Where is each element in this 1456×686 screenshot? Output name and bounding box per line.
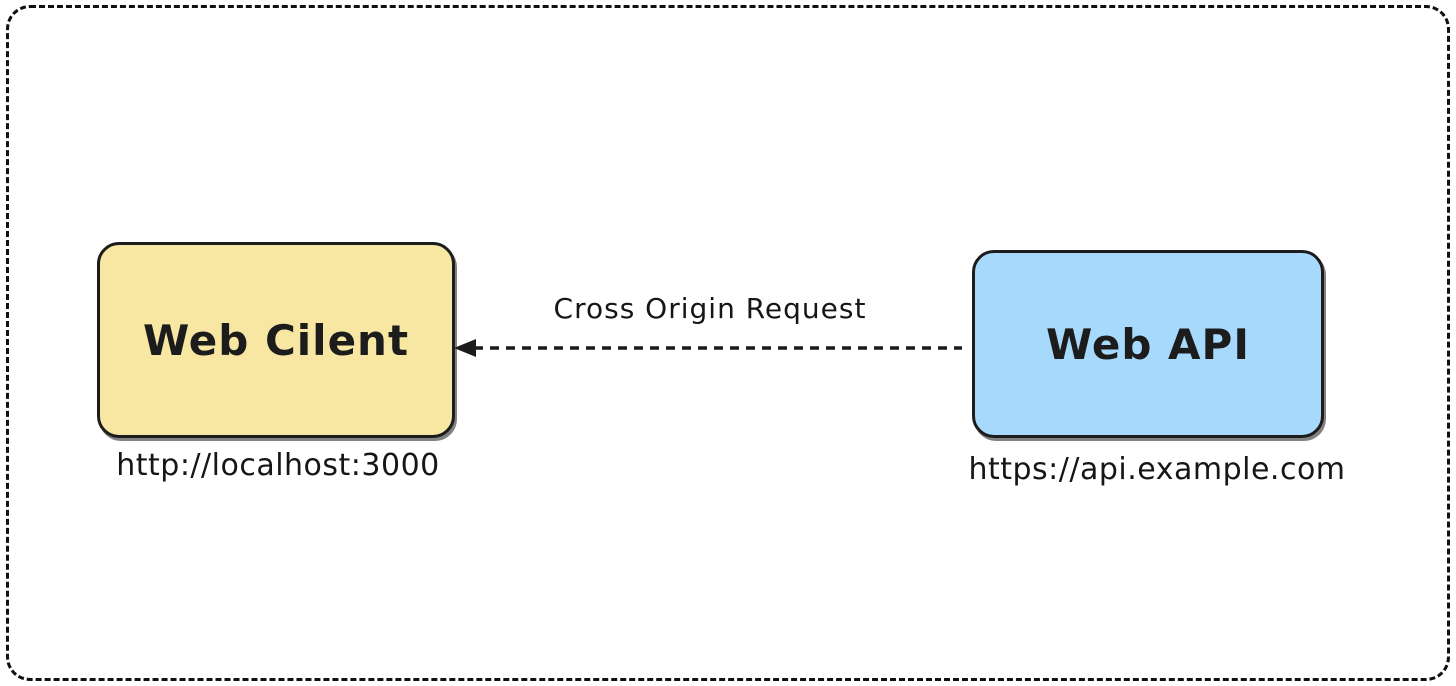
node-web-client: Web Cilent [97,242,455,438]
node-web-client-label: Web Cilent [142,315,410,365]
arrowhead-left-icon [454,339,476,357]
node-web-api-url: https://api.example.com [968,452,1346,487]
outer-dashed-frame [6,5,1450,681]
edge-label-cross-origin-request: Cross Origin Request [553,292,867,325]
dashed-arrow-right-to-left [454,339,962,357]
node-web-client-url: http://localhost:3000 [116,448,440,483]
node-web-api: Web API [972,250,1324,438]
node-web-api-label: Web API [1046,319,1250,369]
